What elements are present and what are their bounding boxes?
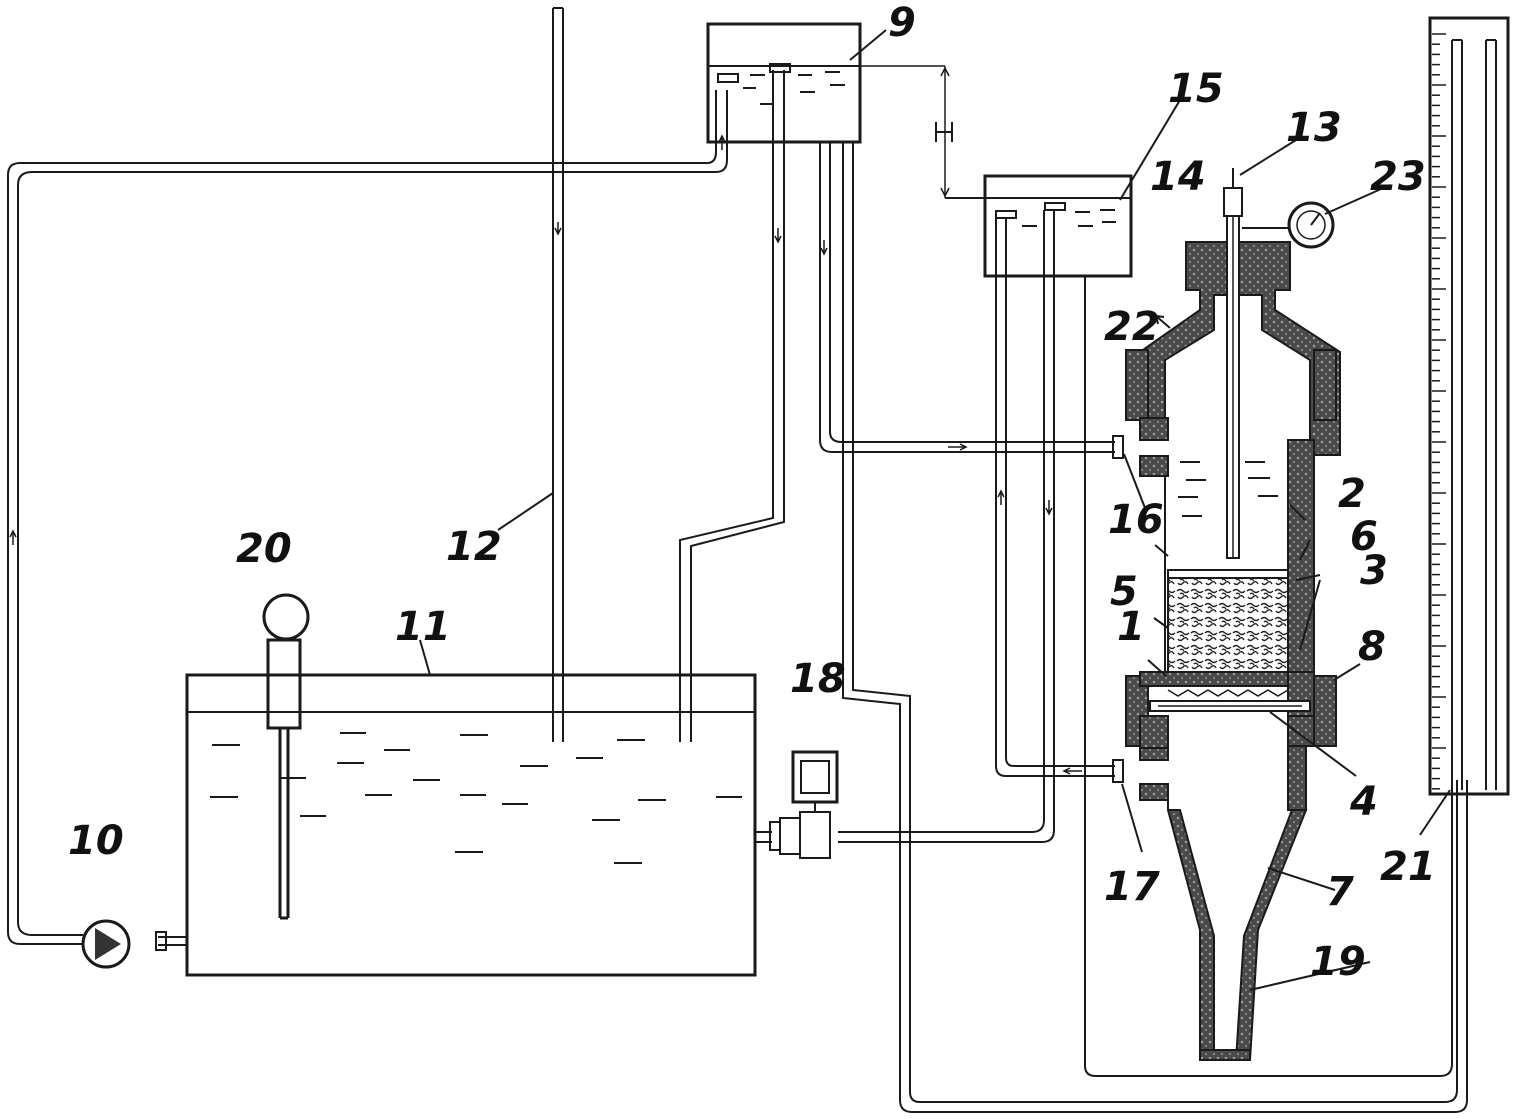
pipe-12 xyxy=(552,7,564,742)
label-18: 18 xyxy=(790,656,846,702)
label-6: 6 xyxy=(1350,514,1378,560)
feed-pipe-16 xyxy=(819,142,1115,453)
label-21: 21 xyxy=(1380,844,1436,890)
pump-circuit xyxy=(7,90,728,969)
flow-meter-18 xyxy=(755,750,839,859)
reactor-column xyxy=(1112,168,1341,1061)
label-22: 22 xyxy=(1104,304,1160,350)
thermometer-20 xyxy=(262,593,310,920)
label-20: 20 xyxy=(236,526,292,572)
label-16: 16 xyxy=(1108,497,1164,543)
label-15: 15 xyxy=(1168,66,1224,112)
part-labels: 1 2 3 4 5 6 7 8 9 10 11 12 13 14 15 16 1… xyxy=(68,0,1436,985)
head-tank-15 xyxy=(945,174,1133,278)
overflow-loop xyxy=(842,142,1468,1113)
label-3: 3 xyxy=(1360,548,1388,594)
tank15-pipes xyxy=(838,210,1453,1077)
water-marks-tank xyxy=(210,732,742,864)
label-11: 11 xyxy=(395,604,451,650)
label-13: 13 xyxy=(1286,105,1342,151)
label-19: 19 xyxy=(1310,939,1366,985)
label-12: 12 xyxy=(446,524,502,570)
label-5: 5 xyxy=(1110,569,1138,615)
return-pipe-to-tank xyxy=(679,70,785,742)
label-1: 1 xyxy=(1117,604,1145,650)
label-4: 4 xyxy=(1349,779,1378,825)
height-marker xyxy=(935,66,953,198)
label-10: 10 xyxy=(68,818,124,864)
label-23: 23 xyxy=(1370,154,1426,200)
water-marks-15 xyxy=(1022,209,1116,227)
label-2: 2 xyxy=(1338,471,1366,517)
label-8: 8 xyxy=(1358,624,1386,670)
head-tank-9 xyxy=(706,22,945,144)
label-14: 14 xyxy=(1150,154,1206,200)
water-marks-column xyxy=(1178,461,1278,517)
label-7: 7 xyxy=(1326,869,1354,915)
label-9: 9 xyxy=(888,0,916,46)
water-marks-9 xyxy=(743,71,845,105)
piezometer-21 xyxy=(1428,16,1510,796)
tank-11 xyxy=(185,673,757,977)
scale-ticks xyxy=(1432,33,1446,790)
leader-lines xyxy=(419,29,1451,991)
label-17: 17 xyxy=(1104,864,1160,910)
